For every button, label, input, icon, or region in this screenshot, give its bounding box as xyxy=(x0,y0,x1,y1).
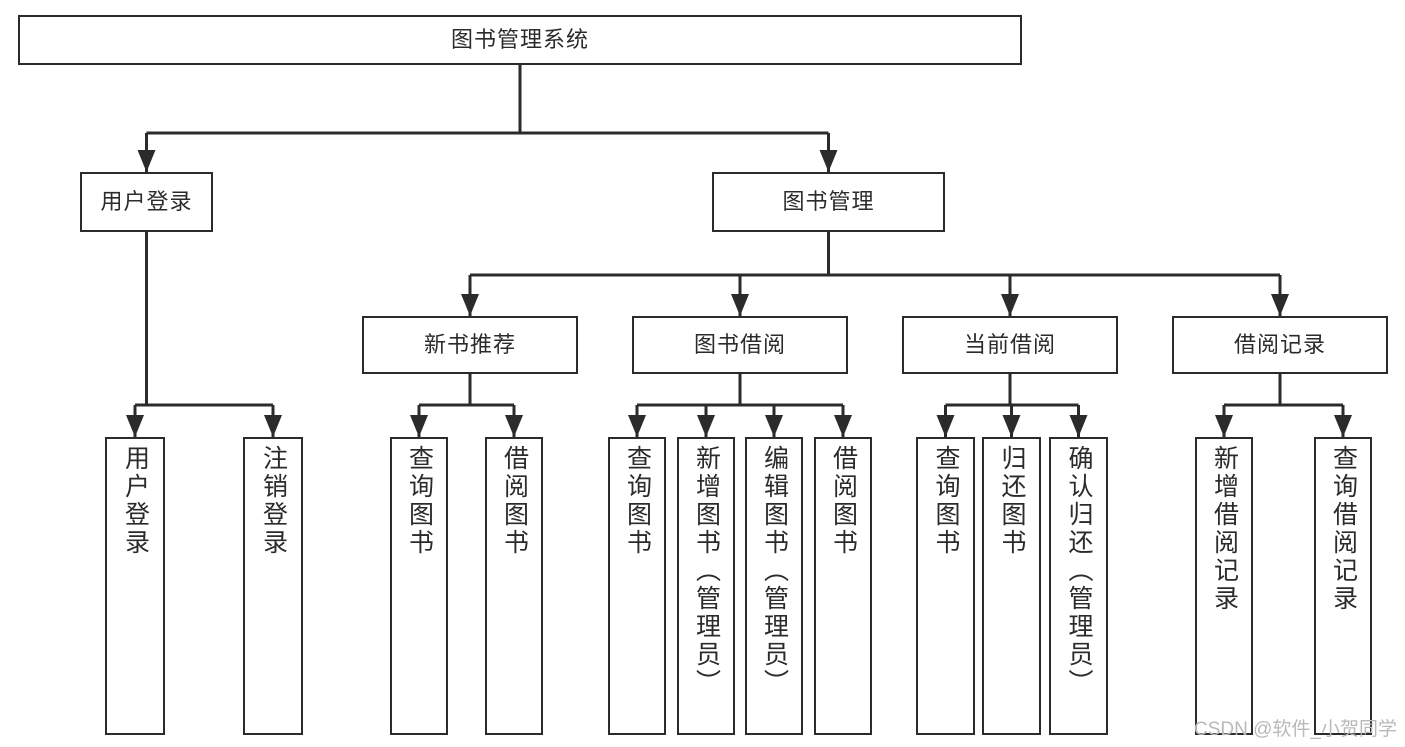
arrowhead xyxy=(126,415,144,437)
node-n_query[interactable]: 查询图书 xyxy=(390,437,448,735)
node-label: 查询图书 xyxy=(623,445,652,557)
node-label: 新增图书（管理员） xyxy=(692,445,721,697)
arrowhead xyxy=(1271,294,1289,316)
node-b_query[interactable]: 查询图书 xyxy=(608,437,666,735)
node-label: 借阅图书 xyxy=(500,445,529,557)
node-b_lend[interactable]: 借阅图书 xyxy=(814,437,872,735)
node-label: 查询借阅记录 xyxy=(1329,445,1358,613)
node-label: 确认归还（管理员） xyxy=(1065,445,1093,697)
node-b_edit[interactable]: 编辑图书（管理员） xyxy=(745,437,803,735)
arrowhead xyxy=(264,415,282,437)
node-newbook[interactable]: 新书推荐 xyxy=(362,316,578,374)
arrowhead xyxy=(1215,415,1233,437)
node-label: 用户登录 xyxy=(100,188,193,214)
node-r_query[interactable]: 查询借阅记录 xyxy=(1314,437,1372,735)
node-c_confirm[interactable]: 确认归还（管理员） xyxy=(1049,437,1108,735)
node-label: 编辑图书（管理员） xyxy=(760,445,789,697)
node-bookmgmt[interactable]: 图书管理 xyxy=(712,172,945,232)
node-n_borrow[interactable]: 借阅图书 xyxy=(485,437,543,735)
node-borrow[interactable]: 图书借阅 xyxy=(632,316,848,374)
node-c_return[interactable]: 归还图书 xyxy=(982,437,1041,735)
node-label: 图书管理系统 xyxy=(450,26,589,52)
arrowhead xyxy=(410,415,428,437)
node-l_login[interactable]: 用户登录 xyxy=(105,437,165,735)
node-label: 新书推荐 xyxy=(423,331,516,357)
node-r_add[interactable]: 新增借阅记录 xyxy=(1195,437,1253,735)
arrowhead xyxy=(834,415,852,437)
node-label: 用户登录 xyxy=(121,445,150,557)
arrowhead xyxy=(765,415,783,437)
arrowhead xyxy=(731,294,749,316)
node-label: 当前借阅 xyxy=(963,331,1056,357)
arrowhead xyxy=(1002,415,1021,437)
arrowhead xyxy=(628,415,646,437)
arrowhead xyxy=(819,150,838,172)
node-records[interactable]: 借阅记录 xyxy=(1172,316,1388,374)
node-login[interactable]: 用户登录 xyxy=(80,172,213,232)
node-root[interactable]: 图书管理系统 xyxy=(18,15,1022,65)
arrowhead xyxy=(936,415,955,437)
node-c_query[interactable]: 查询图书 xyxy=(916,437,975,735)
node-current[interactable]: 当前借阅 xyxy=(902,316,1118,374)
node-label: 查询图书 xyxy=(405,445,434,557)
node-label: 注销登录 xyxy=(259,445,288,557)
node-label: 归还图书 xyxy=(998,445,1026,557)
arrowhead xyxy=(1069,415,1088,437)
arrowhead xyxy=(137,150,156,172)
node-label: 新增借阅记录 xyxy=(1210,445,1239,613)
node-label: 借阅图书 xyxy=(829,445,858,557)
node-b_add[interactable]: 新增图书（管理员） xyxy=(677,437,735,735)
arrowhead xyxy=(505,415,523,437)
node-l_logout[interactable]: 注销登录 xyxy=(243,437,303,735)
watermark: CSDN @软件_小贺同学 xyxy=(1194,719,1397,740)
arrowhead xyxy=(697,415,715,437)
arrowhead xyxy=(1001,294,1019,316)
node-label: 图书借阅 xyxy=(693,331,786,357)
arrowhead xyxy=(461,294,479,316)
node-label: 查询图书 xyxy=(932,445,960,557)
node-label: 借阅记录 xyxy=(1233,331,1326,357)
arrowhead xyxy=(1334,415,1352,437)
node-label: 图书管理 xyxy=(782,188,875,214)
